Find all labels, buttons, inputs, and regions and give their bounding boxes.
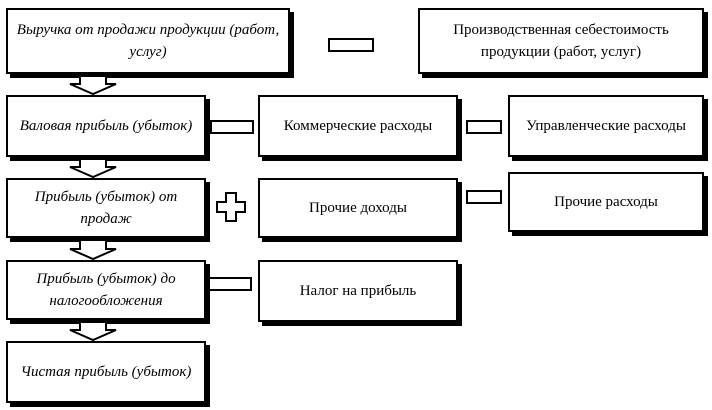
revenue-label: Выручка от продажи продукции (работ, усл… — [16, 22, 280, 60]
gross-profit-box: Валовая прибыль (убыток) — [6, 95, 206, 157]
gross-profit-label: Валовая прибыль (убыток) — [19, 118, 193, 134]
production-cost-box: Производственная себестоимость продукции… — [418, 8, 704, 74]
minus-operator-row2-b — [466, 120, 502, 134]
profit-tax-label: Налог на прибыль — [299, 283, 417, 299]
net-profit-label: Чистая прибыль (убыток) — [20, 364, 192, 380]
other-expenses-box: Прочие расходы — [508, 172, 704, 232]
administrative-expenses-box: Управленческие расходы — [508, 95, 704, 157]
commercial-expenses-box: Коммерческие расходы — [258, 95, 458, 157]
revenue-box: Выручка от продажи продукции (работ, усл… — [6, 8, 290, 74]
pretax-profit-box: Прибыль (убыток) до налогообложения — [6, 260, 206, 320]
minus-operator-row2-a — [210, 120, 254, 134]
down-arrow-3 — [69, 239, 117, 261]
commercial-expenses-label: Коммерческие расходы — [283, 118, 433, 134]
pretax-profit-label: Прибыль (убыток) до налогообложения — [36, 271, 176, 309]
plus-operator-row3 — [216, 192, 246, 222]
sales-profit-box: Прибыль (убыток) от продаж — [6, 178, 206, 238]
other-income-label: Прочие доходы — [309, 200, 407, 216]
down-arrow-1 — [69, 75, 117, 96]
other-income-box: Прочие доходы — [258, 178, 458, 238]
production-cost-label: Производственная себестоимость продукции… — [453, 22, 669, 60]
other-expenses-label: Прочие расходы — [554, 194, 658, 210]
minus-operator-row3-b — [466, 190, 502, 204]
sales-profit-label: Прибыль (убыток) от продаж — [34, 189, 178, 227]
down-arrow-4 — [69, 321, 117, 342]
down-arrow-2 — [69, 158, 117, 179]
minus-operator-row1 — [328, 38, 374, 52]
administrative-expenses-label: Управленческие расходы — [526, 118, 686, 134]
net-profit-box: Чистая прибыль (убыток) — [6, 341, 206, 403]
profit-tax-box: Налог на прибыль — [258, 260, 458, 322]
minus-operator-row4 — [208, 277, 252, 291]
